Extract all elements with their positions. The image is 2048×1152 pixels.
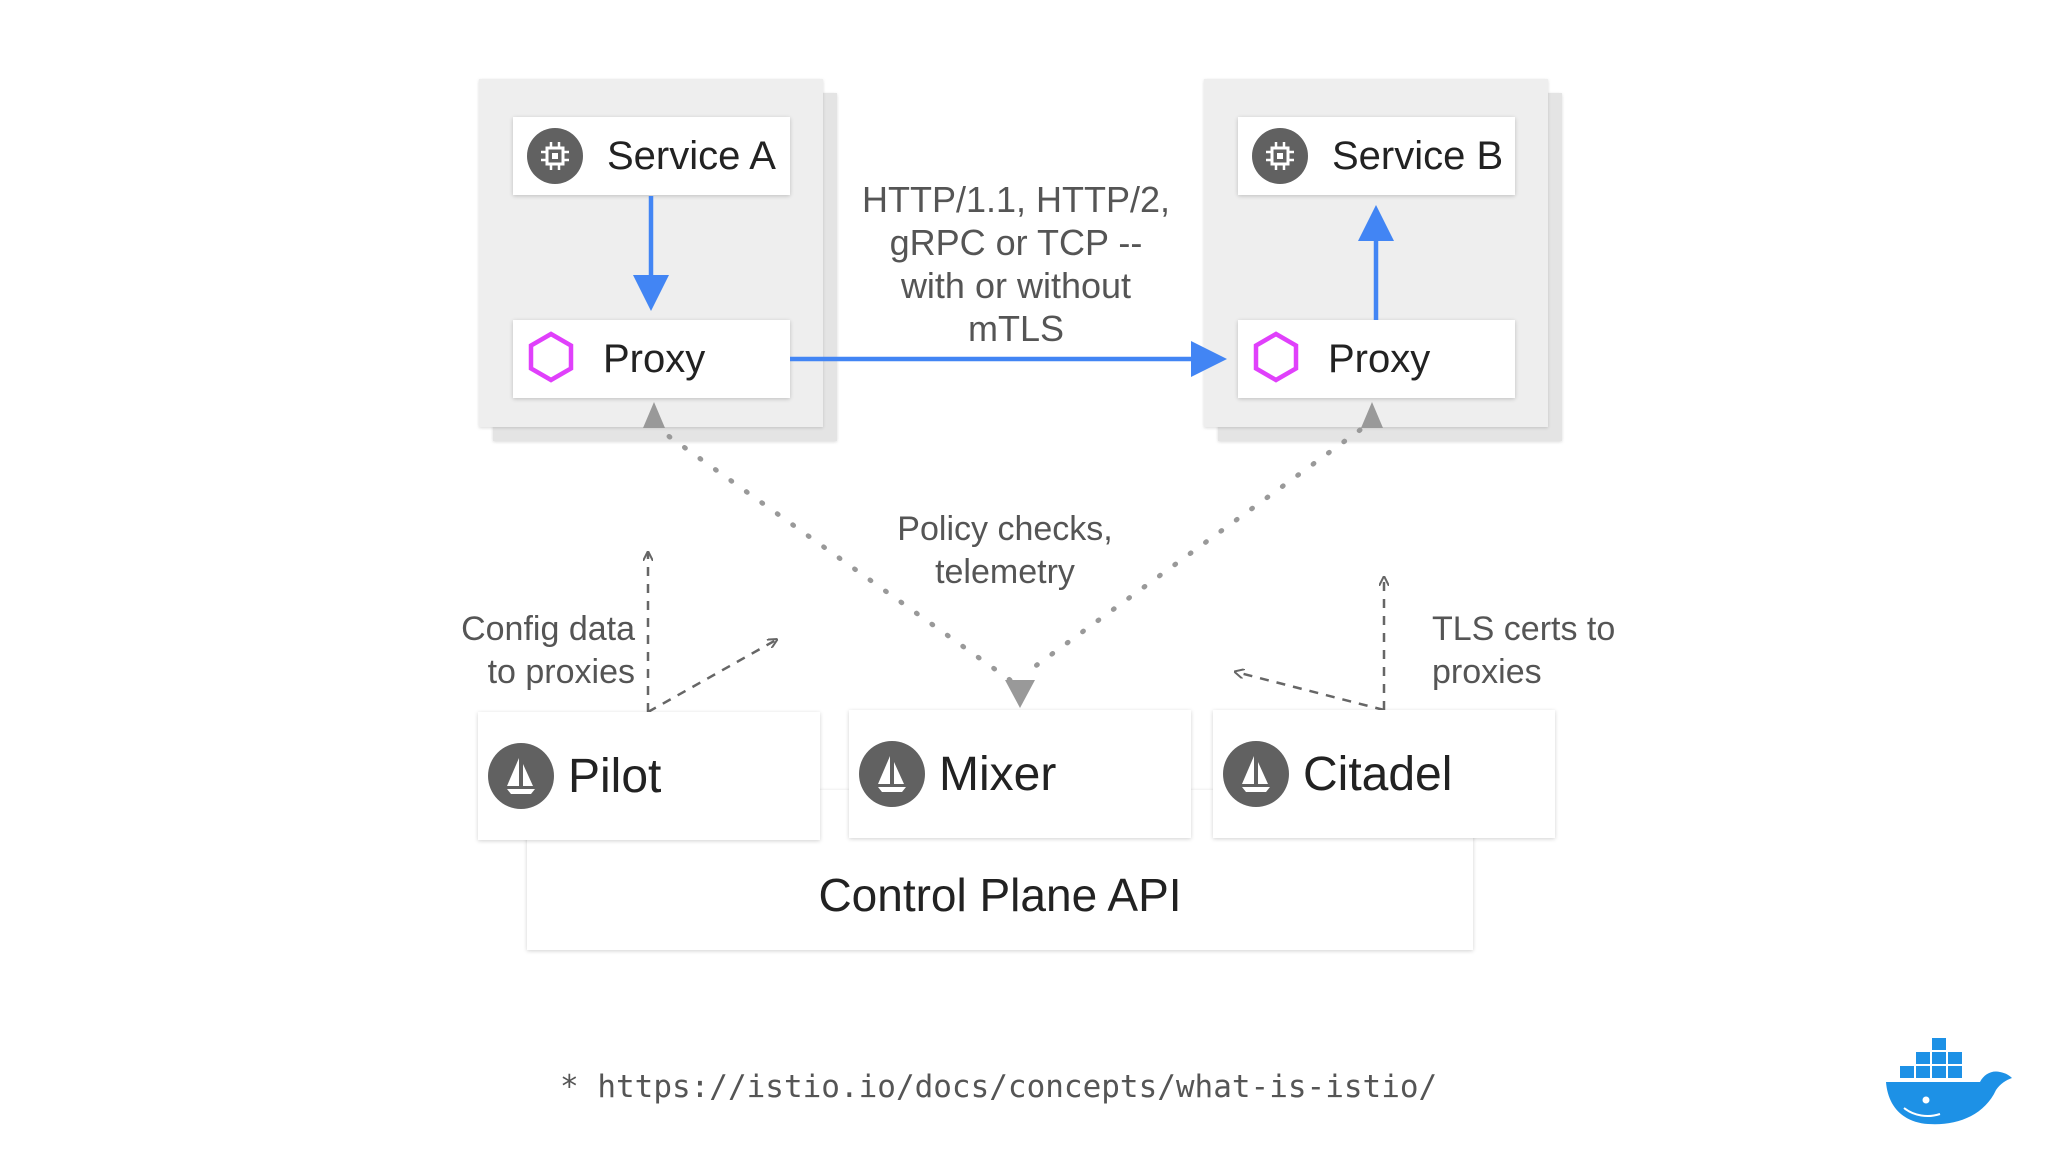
protocol-note-line: HTTP/1.1, HTTP/2, <box>861 179 1171 220</box>
tls-note-line: TLS certs to <box>1432 610 1616 648</box>
service-a-card: Service A <box>513 117 790 195</box>
pilot-label: Pilot <box>568 749 662 803</box>
arrowhead-into-proxy-a <box>643 402 665 428</box>
tls-note-line: proxies <box>1432 653 1542 691</box>
pilot-card: Pilot <box>478 712 820 840</box>
sailboat-icon <box>859 741 925 807</box>
protocol-note: HTTP/1.1, HTTP/2, gRPC or TCP -- with or… <box>840 178 1192 350</box>
service-b-card: Service B <box>1238 117 1515 195</box>
hexagon-icon <box>527 330 575 388</box>
config-note-line: to proxies <box>487 653 635 691</box>
arrowhead-into-proxy-b <box>1361 402 1383 428</box>
protocol-note-line: with or without <box>900 265 1132 306</box>
policy-note-line: Policy checks, <box>897 510 1113 548</box>
citadel-card: Citadel <box>1213 710 1555 838</box>
source-url: * https://istio.io/docs/concepts/what-is… <box>560 1069 1438 1105</box>
arrowhead-into-mixer <box>1005 680 1035 708</box>
proxy-a-label: Proxy <box>603 336 706 381</box>
service-b-label: Service B <box>1332 133 1504 178</box>
docker-whale-icon <box>1886 1038 2012 1125</box>
protocol-note-line: mTLS <box>967 308 1064 349</box>
chip-icon <box>527 128 583 184</box>
proxy-b-card: Proxy <box>1238 320 1515 398</box>
proxy-a-card: Proxy <box>513 320 790 398</box>
sailboat-icon <box>488 743 554 809</box>
proxy-b-label: Proxy <box>1328 336 1431 381</box>
mixer-label: Mixer <box>939 747 1057 801</box>
config-note: Config data to proxies <box>430 608 635 694</box>
policy-note-line: telemetry <box>935 553 1075 591</box>
dotted-proxy-b-to-mixer <box>1027 427 1363 673</box>
sailboat-icon <box>1223 741 1289 807</box>
citadel-label: Citadel <box>1303 747 1453 801</box>
dashed-pilot-diagonal <box>647 640 776 714</box>
tls-note: TLS certs to proxies <box>1432 608 1672 694</box>
chip-icon <box>1252 128 1308 184</box>
hexagon-icon <box>1252 330 1300 388</box>
control-plane-api-label: Control Plane API <box>818 869 1182 921</box>
config-note-line: Config data <box>461 610 635 648</box>
protocol-note-line: gRPC or TCP -- <box>889 222 1143 263</box>
policy-note: Policy checks, telemetry <box>860 508 1150 594</box>
service-a-label: Service A <box>607 133 776 178</box>
mixer-card: Mixer <box>849 710 1191 838</box>
dashed-citadel-diagonal <box>1236 672 1385 712</box>
